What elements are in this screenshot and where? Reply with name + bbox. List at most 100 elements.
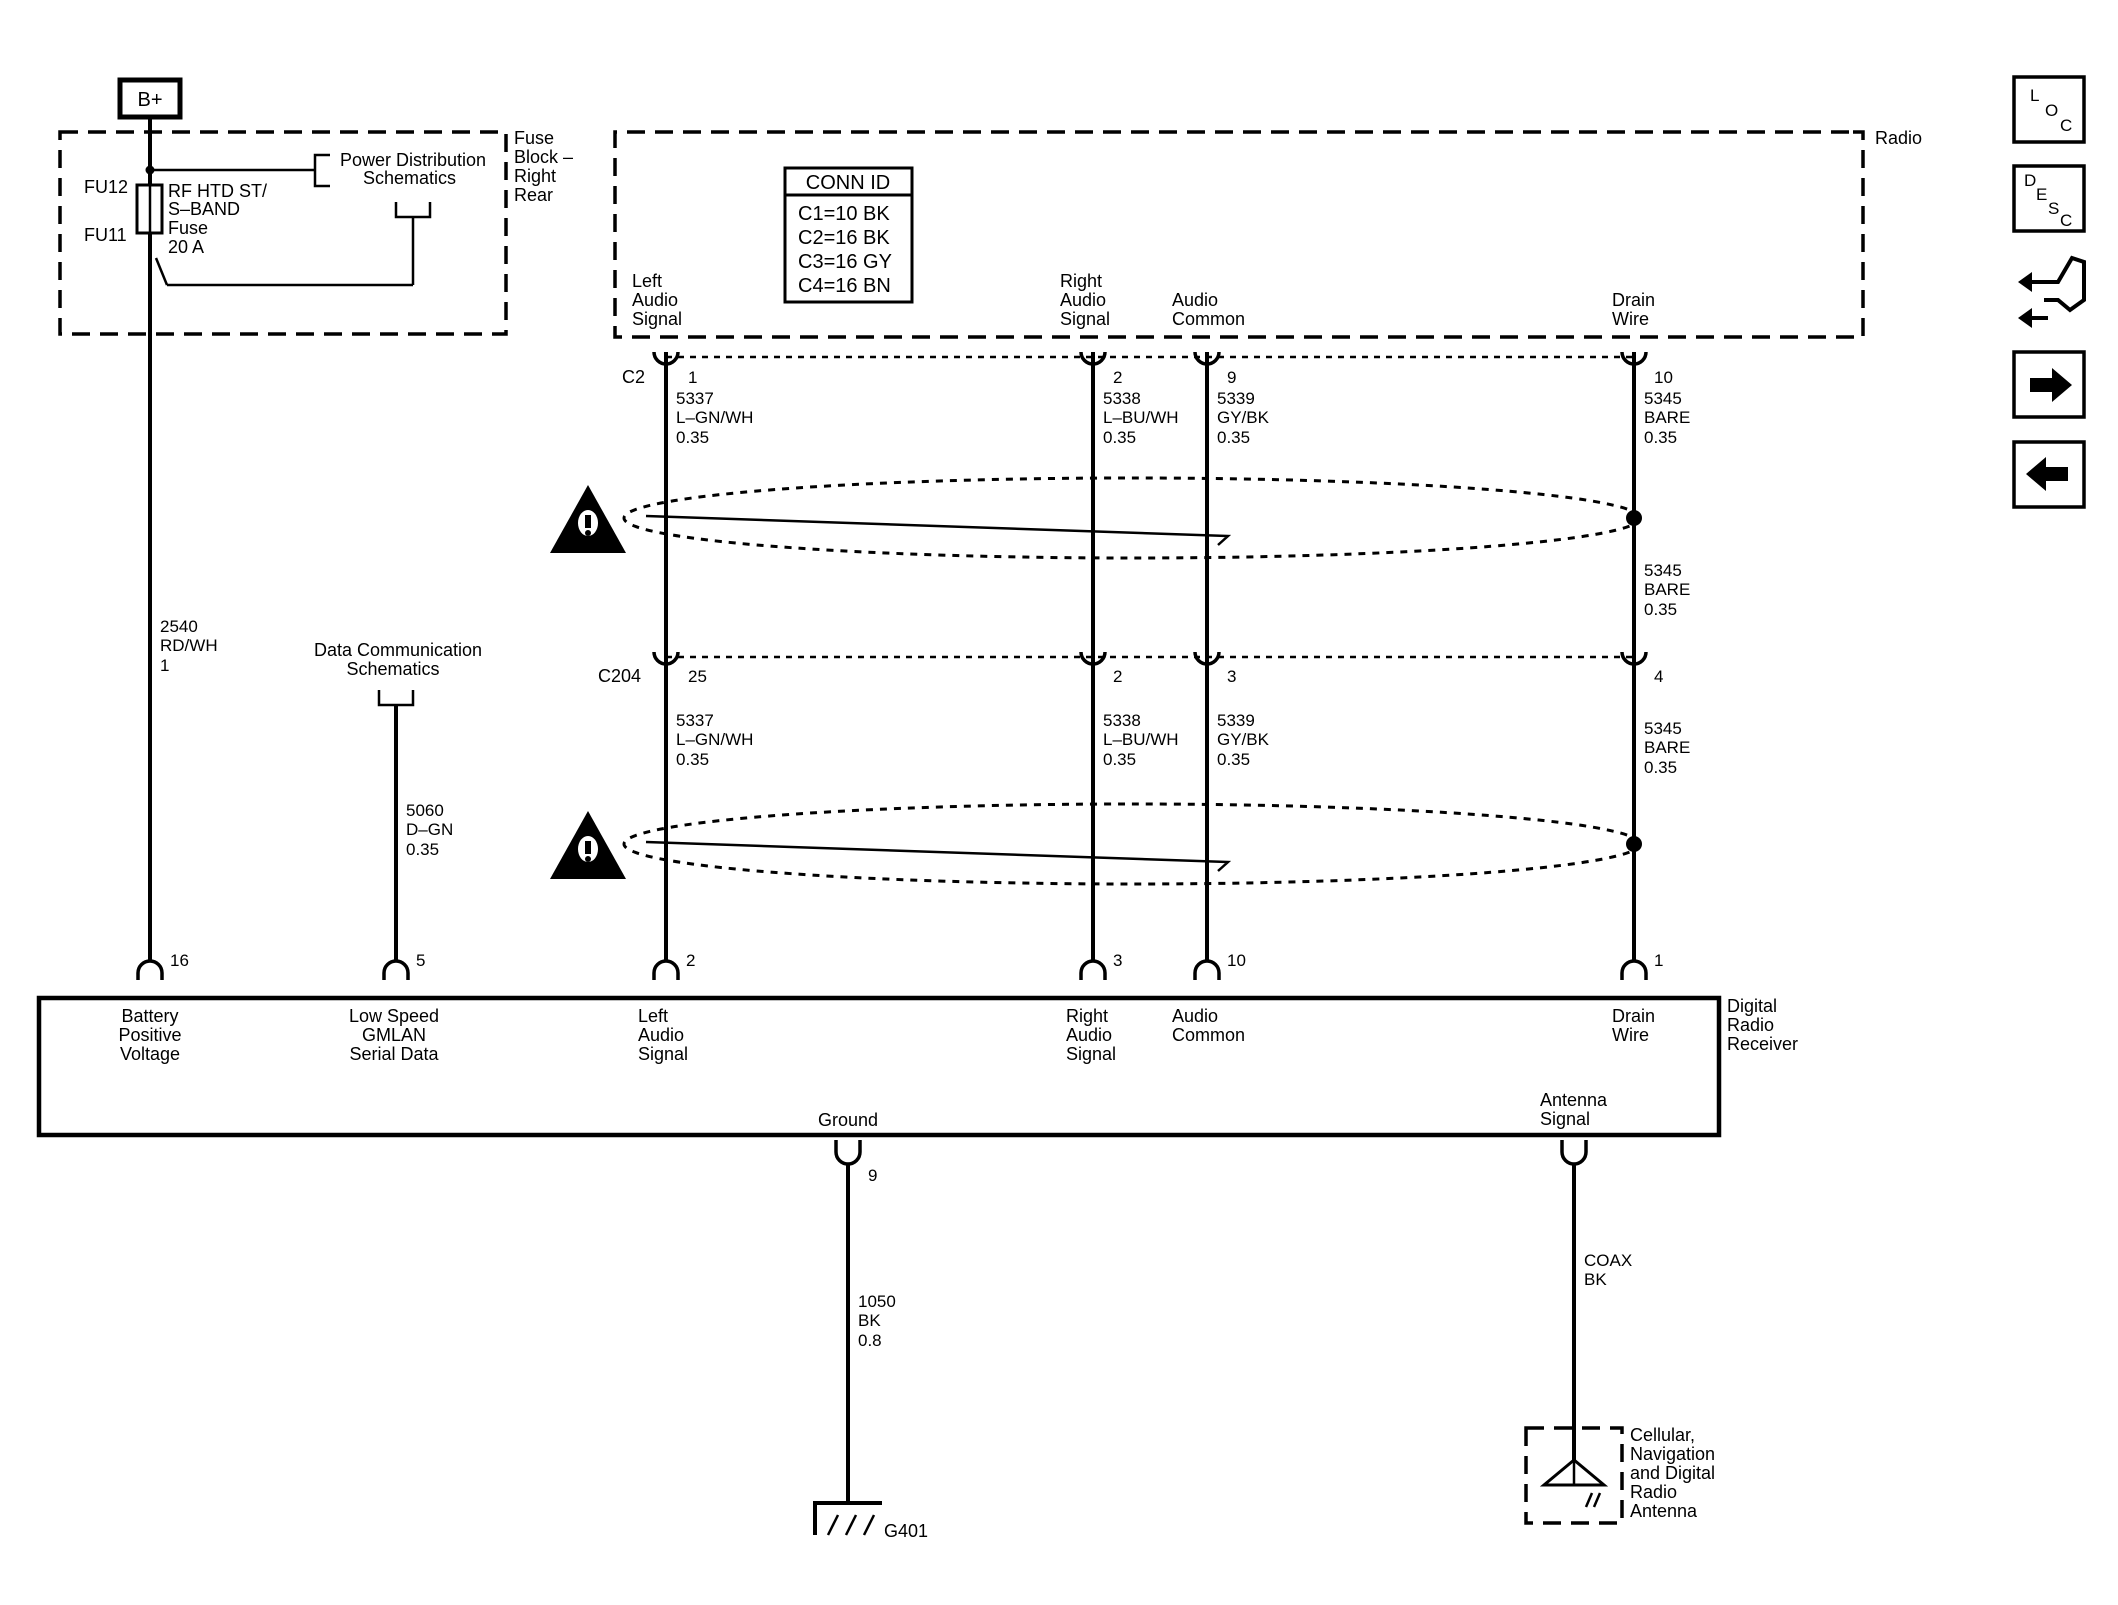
next-button[interactable]: [2012, 350, 2086, 419]
c204-wire-label: L–GN/WH: [676, 730, 753, 749]
receiver-title-1: Digital: [1727, 996, 1777, 1016]
connector-end-view-icon[interactable]: [2024, 255, 2086, 313]
receiver-pin: 10: [1227, 951, 1246, 970]
c2-pin: 1: [688, 368, 697, 387]
fu11-label: FU11: [84, 225, 127, 245]
receiver-pin-label: Audio: [638, 1025, 684, 1045]
radio-pin-common-2: Common: [1172, 309, 1245, 329]
feed-wire-line-1: 2540: [160, 617, 198, 636]
ground-wire-label: 0.8: [858, 1331, 882, 1350]
receiver-pin-label: Audio: [1172, 1006, 1218, 1026]
receiver-pin-label: Left: [638, 1006, 668, 1026]
drain-mid-label: 0.35: [1644, 600, 1677, 619]
c204-pin: 4: [1654, 667, 1663, 686]
data-comm-connector: [377, 690, 415, 707]
feed-wire-line-3: 1: [160, 656, 169, 675]
loc-icon[interactable]: [2012, 75, 2086, 144]
gmlan-wire-label: 5060: [406, 801, 444, 820]
fuse-block-line-1: Fuse: [514, 128, 554, 148]
c204-wire-label: L–BU/WH: [1103, 730, 1179, 749]
receiver-pin-label: GMLAN: [362, 1025, 426, 1045]
conn-id-row: C2=16 BK: [798, 227, 890, 249]
fuse-name-line-2: S–BAND: [168, 199, 240, 219]
c2-wire-label: 5338: [1103, 389, 1141, 408]
fuse-block-outline: [58, 130, 508, 336]
c2-wire-label: 5345: [1644, 389, 1682, 408]
fu12-label: FU12: [84, 177, 128, 197]
desc-letter: S: [2048, 199, 2059, 218]
receiver-pin-label: Audio: [1066, 1025, 1112, 1045]
conn-id-row: C4=16 BN: [798, 275, 891, 297]
power-dist-line-1: Power Distribution: [340, 150, 486, 170]
coax-wire-label: COAX: [1584, 1251, 1632, 1270]
c204-wire-label: 0.35: [1644, 758, 1677, 777]
conn-id-table: CONN ID C1=10 BK C2=16 BK C3=16 GY C4=16…: [783, 166, 914, 304]
c2-wire-label: L–GN/WH: [676, 408, 753, 427]
fuse-name-line-4: 20 A: [168, 237, 204, 257]
fuse-block-line-2: Block –: [514, 147, 573, 167]
receiver-pin-label: Low Speed: [349, 1006, 439, 1026]
c2-pin: 10: [1654, 368, 1673, 387]
desc-icon[interactable]: [2012, 164, 2086, 233]
antenna-name-line: and Digital: [1630, 1463, 1715, 1483]
gmlan-wire-label: D–GN: [406, 820, 453, 839]
drain-mid-label: 5345: [1644, 561, 1682, 580]
c2-wire-label: GY/BK: [1217, 408, 1270, 427]
c204-pin: 2: [1113, 667, 1122, 686]
twisted-pair-shield: [622, 802, 1642, 886]
receiver-terminals: [136, 959, 1648, 980]
radio-pin-left-1: Left: [632, 271, 662, 291]
radio-pin-right-1: Right: [1060, 271, 1102, 291]
receiver-pin-label: Signal: [638, 1044, 688, 1064]
c204-wire-label: 0.35: [1103, 750, 1136, 769]
receiver-pin: 16: [170, 951, 189, 970]
receiver-box: [36, 995, 1722, 1138]
c204-wire-label: BARE: [1644, 738, 1690, 757]
c204-wire-label: GY/BK: [1217, 730, 1270, 749]
loc-button[interactable]: L O C: [2012, 75, 2086, 144]
c204-wire-label: 5337: [676, 711, 714, 730]
drain-mid-label: BARE: [1644, 580, 1690, 599]
fuse-block-label: Fuse Block – Right Rear: [514, 128, 573, 205]
antenna-name-line: Navigation: [1630, 1444, 1715, 1464]
connector-end-view-button[interactable]: [2018, 255, 2086, 328]
c204-wire-labels: 5337 L–GN/WH 0.35 5338 L–BU/WH 0.35 5339…: [676, 711, 1690, 777]
warning-icon: [550, 485, 626, 553]
receiver-pin-label: Positive: [118, 1025, 181, 1045]
ground-id: G401: [884, 1521, 928, 1541]
ground-pin-label: Ground: [818, 1110, 878, 1130]
c2-pin: 2: [1113, 368, 1122, 387]
previous-button[interactable]: [2012, 440, 2086, 509]
receiver-pin-label: Wire: [1612, 1025, 1649, 1045]
receiver-pin-label: Signal: [1066, 1044, 1116, 1064]
conn-id-row: C1=10 BK: [798, 203, 890, 225]
c2-wire-label: 0.35: [1103, 428, 1136, 447]
ground-wire-label: BK: [858, 1311, 881, 1330]
loc-letter: O: [2045, 101, 2058, 120]
fuse-name-line-1: RF HTD ST/: [168, 181, 267, 201]
power-dist-connector: [394, 202, 432, 219]
c2-wire-label: 0.35: [676, 428, 709, 447]
radio-pin-right-3: Signal: [1060, 309, 1110, 329]
ground-terminal: [834, 1140, 862, 1166]
loc-letter: C: [2060, 116, 2072, 135]
power-dist-bracket: [313, 153, 330, 188]
antenna-name-line: Radio: [1630, 1482, 1677, 1502]
data-comm-line-1: Data Communication: [314, 640, 482, 660]
c2-wire-labels: 5337 L–GN/WH 0.35 5338 L–BU/WH 0.35 5339…: [676, 389, 1690, 447]
desc-button[interactable]: D E S C: [2012, 164, 2086, 233]
radio-pin-common-1: Audio: [1172, 290, 1218, 310]
receiver-title-2: Radio: [1727, 1015, 1774, 1035]
antenna-outline: [1524, 1426, 1624, 1525]
antenna-terminal: [1560, 1140, 1588, 1166]
antenna-name-line: Antenna: [1630, 1501, 1698, 1521]
radio-outline: [613, 130, 1865, 339]
c2-label: C2: [622, 367, 645, 387]
radio-pin-drain-1: Drain: [1612, 290, 1655, 310]
desc-letter: C: [2060, 211, 2072, 230]
ground-wire-label: 1050: [858, 1292, 896, 1311]
receiver-pin: 5: [416, 951, 425, 970]
ground-pin: 9: [868, 1166, 877, 1185]
radio-pin-left-2: Audio: [632, 290, 678, 310]
c204-label: C204: [598, 666, 641, 686]
